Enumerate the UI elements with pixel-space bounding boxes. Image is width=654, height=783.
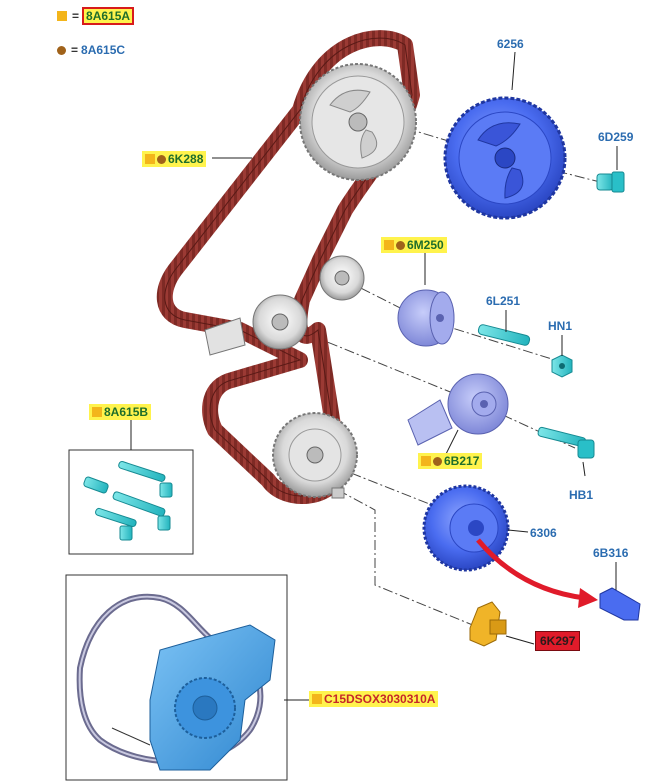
legend-square-code: 8A615A: [82, 7, 135, 25]
legend-dot-code: 8A615C: [81, 43, 126, 57]
tensioner-6b217: [407, 373, 509, 446]
label-6k288: 6K288: [142, 151, 207, 167]
sensor-6k297: [469, 601, 507, 647]
label-c15dsox3030310a: C15DSOX3030310A: [309, 691, 439, 707]
blue-sprocket: [443, 96, 567, 220]
label-6b217: 6B217: [418, 453, 483, 469]
crank-pulley: [272, 412, 358, 499]
cam-pulley: [299, 63, 417, 181]
dot-marker-icon: [57, 46, 66, 55]
key-6b316: [599, 587, 641, 621]
label-6d259: 6D259: [598, 130, 634, 144]
idler-pulley: [319, 255, 365, 301]
label-8a615b: 8A615B: [89, 404, 152, 420]
square-marker-icon: [92, 407, 102, 417]
bolt-6d259: [596, 171, 625, 193]
label-6k297: 6K297: [535, 631, 581, 651]
label-6l251: 6L251: [486, 294, 521, 308]
idler-6m250: [397, 289, 455, 347]
square-marker-icon: [312, 694, 322, 704]
nut-hn1: [551, 354, 573, 378]
square-marker-icon: [57, 11, 67, 21]
timing-belt: [156, 30, 420, 504]
bolt-kit-box: [68, 449, 194, 555]
label-6m250: 6M250: [381, 237, 447, 253]
water-pump-box: [65, 574, 288, 781]
label-hb1: HB1: [569, 488, 594, 502]
dot-marker-icon: [433, 457, 442, 466]
legend-square: =8A615A: [57, 7, 135, 25]
label-6b316: 6B316: [593, 546, 629, 560]
bolt-hb1: [537, 426, 595, 459]
red-arrow: [476, 538, 598, 608]
dot-marker-icon: [396, 241, 405, 250]
square-marker-icon: [384, 240, 394, 250]
label-6306: 6306: [530, 526, 557, 540]
dot-marker-icon: [157, 155, 166, 164]
pin-6l251: [477, 324, 531, 346]
square-marker-icon: [421, 456, 431, 466]
label-6256: 6256: [497, 37, 524, 51]
legend-dot: =8A615C: [57, 43, 125, 57]
tensioner-pulley: [204, 294, 308, 356]
label-hn1: HN1: [548, 319, 573, 333]
square-marker-icon: [145, 154, 155, 164]
